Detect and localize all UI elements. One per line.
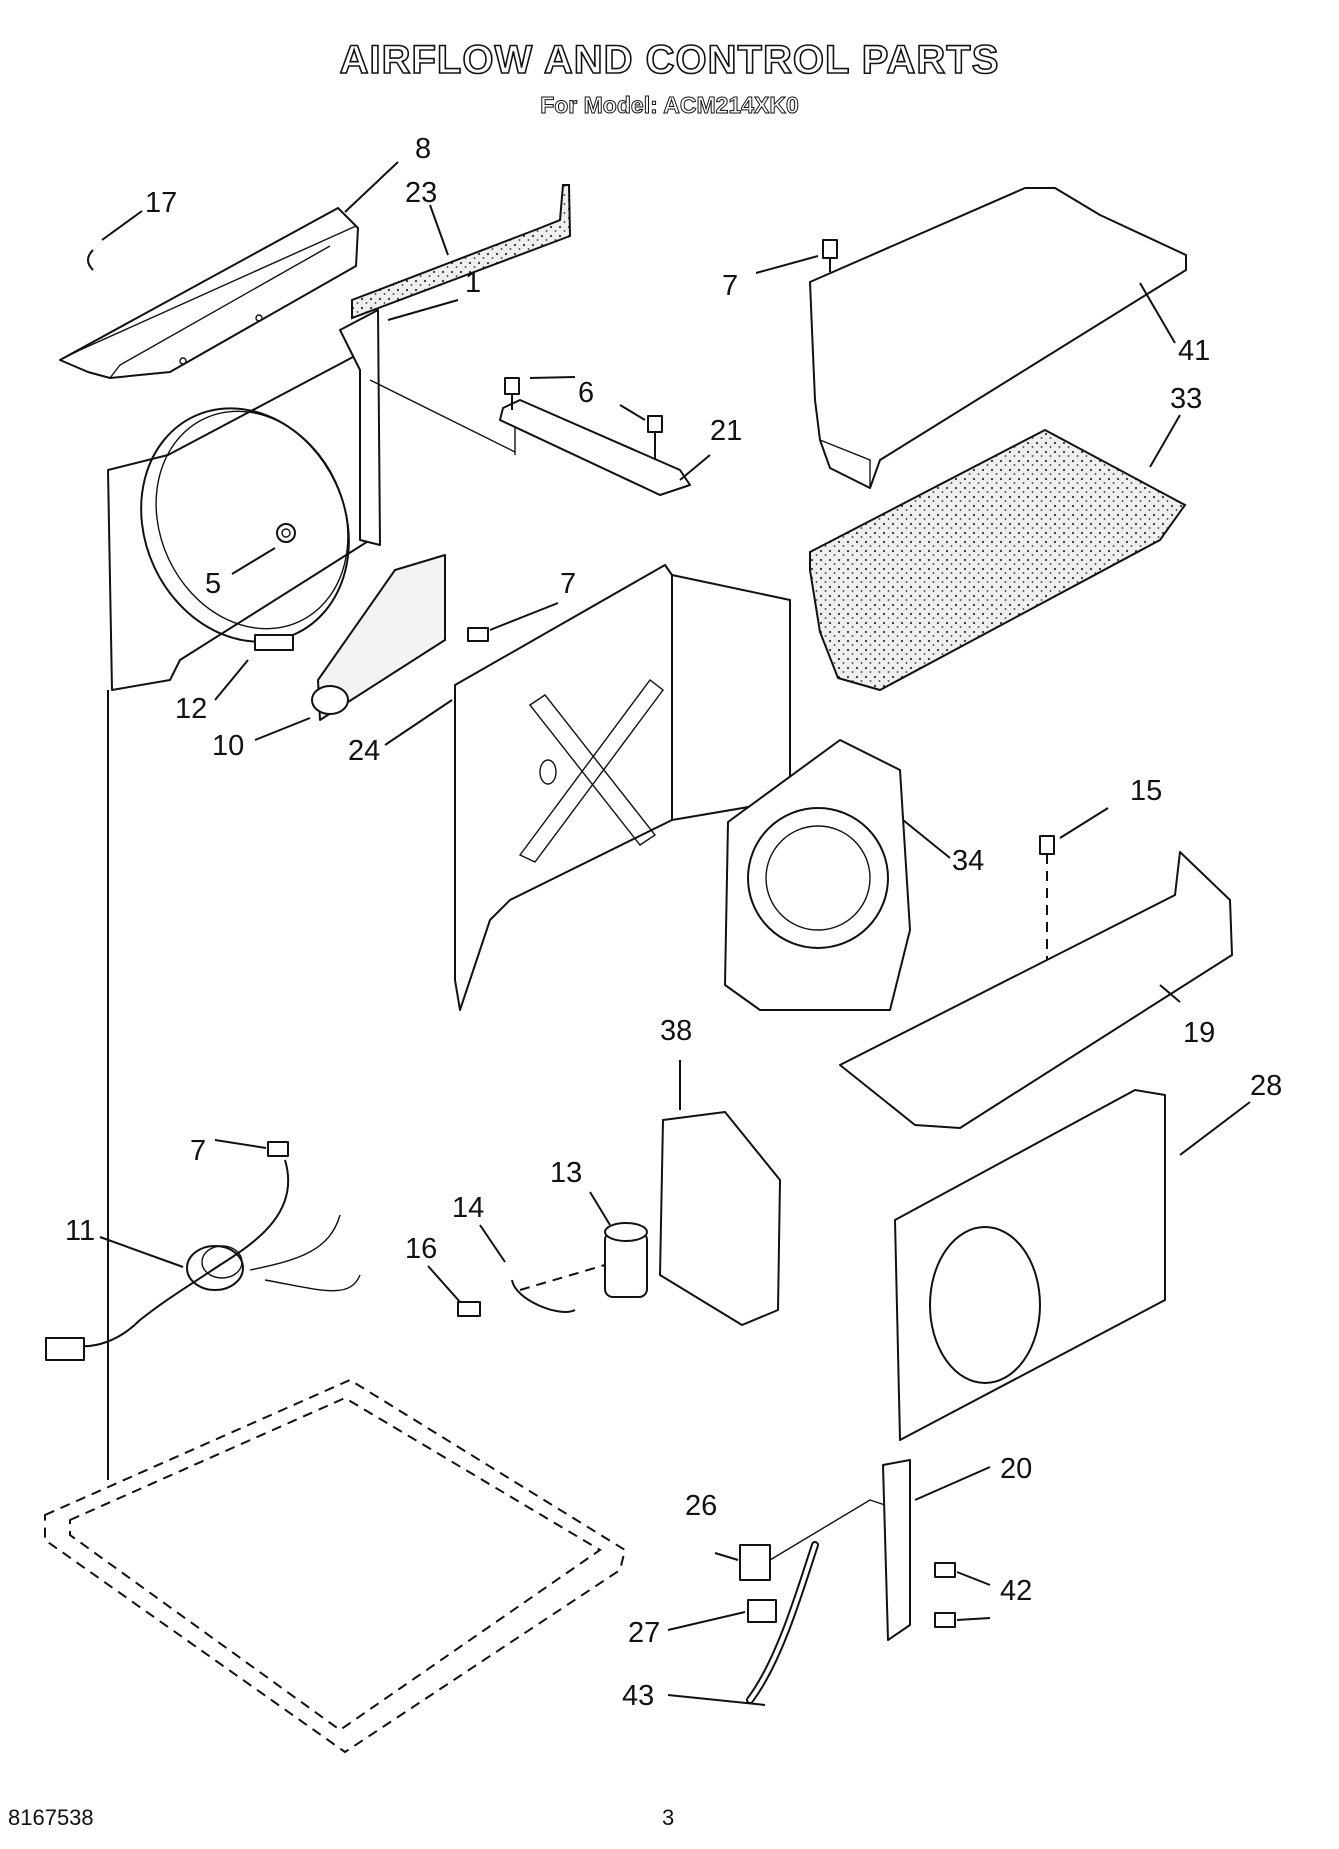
- callout-7-top: 7: [722, 270, 738, 302]
- part-43-tube-inner: [748, 1543, 817, 1702]
- callout-43: 43: [622, 1680, 654, 1712]
- callout-16: 16: [405, 1233, 437, 1265]
- callout-33: 33: [1170, 383, 1202, 415]
- part-17-clip: [87, 249, 94, 271]
- part-6-screws: [504, 377, 663, 460]
- callout-13: 13: [550, 1157, 582, 1189]
- part-10-knob: [311, 554, 446, 721]
- switch-wires: [769, 1499, 886, 1561]
- part-11-power-cord: [45, 1159, 361, 1361]
- callout-41: 41: [1178, 335, 1210, 367]
- part-42-screw-b: [934, 1612, 956, 1628]
- callout-27: 27: [628, 1617, 660, 1649]
- part-38-box: [659, 1111, 781, 1326]
- callout-12: 12: [175, 693, 207, 725]
- part-20-bracket: [882, 1459, 911, 1641]
- part-28-panel: [894, 1089, 1166, 1441]
- callout-labels: 8 17 23 1 7 41 33 6 21 5 7 12 10 24 34 1…: [65, 133, 1282, 1712]
- page-number: 3: [662, 1805, 675, 1830]
- part-12-block: [254, 634, 294, 651]
- part-7-screw-b: [822, 239, 838, 272]
- callout-7-lower: 7: [190, 1135, 206, 1167]
- callout-1: 1: [465, 267, 481, 299]
- callout-20: 20: [1000, 1453, 1032, 1485]
- callout-28: 28: [1250, 1070, 1282, 1102]
- callout-24: 24: [348, 735, 380, 767]
- part-14-strap: [511, 1279, 576, 1313]
- part-15-screw: [1039, 835, 1055, 962]
- callout-14: 14: [452, 1192, 484, 1224]
- leader-lines: [99, 161, 1251, 1706]
- callout-17: 17: [145, 187, 177, 219]
- callout-42: 42: [1000, 1575, 1032, 1607]
- part-27-thermostat: [747, 1599, 777, 1623]
- callout-5: 5: [205, 568, 221, 600]
- part-26-switch: [739, 1544, 771, 1581]
- base-pan: [44, 690, 627, 1754]
- part-1-shroud: [107, 309, 516, 691]
- callout-19: 19: [1183, 1017, 1215, 1049]
- model-subtitle: For Model: ACM214XK0: [540, 92, 800, 119]
- part-16-screw: [457, 1301, 481, 1317]
- document-number: 8167538: [8, 1805, 94, 1830]
- part-34-scroll: [724, 739, 911, 1011]
- part-41-cover: [809, 187, 1187, 489]
- callout-11: 11: [65, 1215, 95, 1247]
- part-24-partition: [454, 564, 791, 1011]
- callout-7-mid: 7: [560, 568, 576, 600]
- part-19-base-panel: [839, 851, 1233, 1129]
- part-7-screw-c: [267, 1141, 289, 1157]
- part-7-screw-a: [467, 627, 489, 642]
- callout-8: 8: [415, 133, 431, 165]
- part-21-bracket: [499, 399, 691, 496]
- callout-26: 26: [685, 1490, 717, 1522]
- part-33-filter: [809, 428, 1187, 692]
- callout-21: 21: [710, 415, 742, 447]
- part-42-screw-a: [934, 1562, 956, 1578]
- strap-mount-line: [519, 1264, 606, 1291]
- callout-6: 6: [578, 377, 594, 409]
- part-13-capacitor: [604, 1222, 648, 1298]
- callout-15: 15: [1130, 775, 1162, 807]
- callout-38: 38: [660, 1015, 692, 1047]
- part-8-bracket: [59, 207, 359, 379]
- callout-23: 23: [405, 177, 437, 209]
- callout-10: 10: [212, 730, 244, 762]
- part-23-foam-strip: [351, 184, 572, 320]
- callout-34: 34: [952, 845, 984, 877]
- page-title: AIRFLOW AND CONTROL PARTS: [339, 37, 1000, 83]
